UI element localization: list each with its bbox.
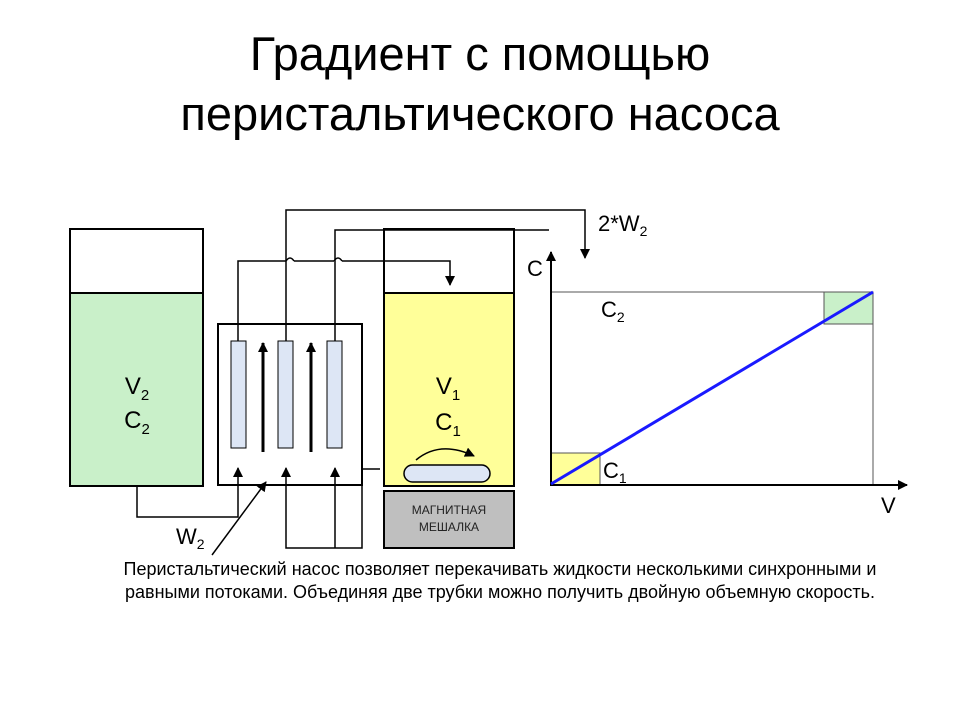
pump-tube-1 bbox=[230, 340, 247, 449]
reservoir-2-concentration-label: C2 bbox=[124, 407, 150, 438]
reservoir-2: V2 C2 bbox=[69, 228, 204, 487]
c1-level-label: C1 bbox=[603, 458, 627, 486]
pump-tube-3 bbox=[326, 340, 343, 449]
pump-flow-pointer bbox=[211, 481, 267, 556]
c2-level-label: C2 bbox=[601, 297, 625, 325]
caption-line-2: равными потоками. Объединяя две трубки м… bbox=[125, 582, 875, 602]
reservoir-2-liquid bbox=[71, 293, 202, 485]
reservoir-1: V1 C1 bbox=[383, 228, 515, 487]
caption-line-1: Перистальтический насос позволяет перека… bbox=[123, 559, 877, 579]
slide-title: Градиент с помощью перистальтического на… bbox=[0, 24, 960, 144]
x-axis-label: V bbox=[881, 493, 896, 518]
stirrer-label-line-1: МАГНИТНАЯ bbox=[412, 503, 486, 517]
title-line-2: перистальтического насоса bbox=[180, 87, 780, 140]
y-axis-label: C bbox=[527, 256, 543, 281]
slide-caption: Перистальтический насос позволяет перека… bbox=[40, 558, 960, 604]
outflow-rate-label: 2*W2 bbox=[598, 211, 648, 239]
reservoir-1-concentration-label: C1 bbox=[435, 409, 461, 440]
magnetic-stirrer: МАГНИТНАЯ МЕШАЛКА bbox=[383, 490, 515, 549]
tubing bbox=[136, 209, 590, 549]
gradient-graph: C V C2 C1 bbox=[527, 251, 908, 518]
pump-tube-2 bbox=[277, 340, 294, 449]
reservoir-2-volume-label: V2 bbox=[125, 373, 149, 404]
stirrer-label-line-2: МЕШАЛКА bbox=[419, 520, 479, 534]
peristaltic-pump bbox=[217, 323, 363, 486]
stir-rotation-arrow bbox=[415, 447, 475, 461]
reservoir-1-volume-label: V1 bbox=[436, 373, 460, 404]
title-line-1: Градиент с помощью bbox=[249, 27, 711, 80]
reservoir-1-liquid bbox=[385, 293, 513, 485]
gradient-line bbox=[550, 290, 874, 486]
stir-bar bbox=[403, 464, 491, 483]
pump-flow-rate-label: W2 bbox=[176, 524, 205, 552]
